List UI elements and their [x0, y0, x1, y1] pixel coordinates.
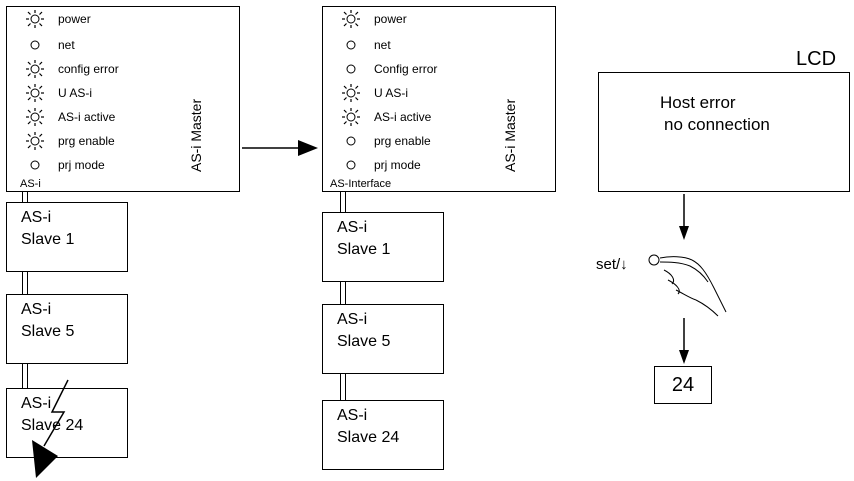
- lcd-line-1: Host error: [660, 93, 736, 112]
- slave-right-1-line1: AS-i: [337, 219, 368, 236]
- led-label-left-3: U AS-i: [58, 86, 93, 100]
- slave-left-2-line2: Slave 5: [21, 323, 75, 340]
- led-label-right-4: AS-i active: [374, 110, 432, 124]
- led-label-left-0: power: [58, 12, 91, 26]
- led-off-icon: [340, 156, 362, 174]
- slave-box-left-3: AS-i Slave 24: [6, 388, 128, 458]
- led-on-icon: [340, 10, 362, 28]
- bus-label-right: AS-Interface: [330, 178, 392, 190]
- led-label-left-2: config error: [58, 62, 119, 76]
- led-row-right-3: U AS-i: [340, 84, 408, 102]
- slave-right-1-line2: Slave 1: [337, 241, 391, 258]
- led-label-right-6: prj mode: [374, 158, 421, 172]
- led-label-right-2: Config error: [374, 62, 438, 76]
- led-row-left-5: prg enable: [24, 132, 115, 150]
- led-on-icon: [340, 84, 362, 102]
- slave-left-3-line2: Slave 24: [21, 417, 84, 434]
- led-label-right-0: power: [374, 12, 407, 26]
- bus-line-left-3: [22, 364, 28, 388]
- slave-box-left-2: AS-i Slave 5: [6, 294, 128, 364]
- slave-box-right-2: AS-i Slave 5: [322, 304, 444, 374]
- slave-right-2-line1: AS-i: [337, 311, 368, 328]
- led-on-icon: [24, 10, 46, 28]
- lcd-line-2: no connection: [664, 115, 770, 134]
- slave-right-2-line2: Slave 5: [337, 333, 391, 350]
- slave-right-3-line2: Slave 24: [337, 429, 400, 446]
- result-display: 24: [654, 366, 712, 404]
- slave-left-3-line1: AS-i: [21, 395, 52, 412]
- set-button-label: set/↓: [596, 256, 628, 273]
- lcd-display: [598, 72, 850, 192]
- led-row-right-2: Config error: [340, 60, 437, 78]
- led-label-right-5: prg enable: [374, 134, 431, 148]
- led-on-icon: [340, 108, 362, 126]
- led-on-icon: [24, 132, 46, 150]
- bus-line-right-1: [340, 192, 346, 212]
- hand-icon: [659, 256, 727, 317]
- led-row-left-6: prj mode: [24, 156, 105, 174]
- led-label-left-6: prj mode: [58, 158, 105, 172]
- set-button-circle: [648, 254, 660, 266]
- result-down-arrow-head: [679, 350, 689, 364]
- slave-box-right-3: AS-i Slave 24: [322, 400, 444, 470]
- led-label-right-1: net: [374, 38, 391, 52]
- bus-line-right-3: [340, 374, 346, 400]
- led-row-left-2: config error: [24, 60, 119, 78]
- led-off-icon: [340, 60, 362, 78]
- led-off-icon: [340, 36, 362, 54]
- led-label-left-5: prg enable: [58, 134, 115, 148]
- bus-line-right-2: [340, 282, 346, 304]
- slave-right-3-line1: AS-i: [337, 407, 368, 424]
- led-row-right-0: power: [340, 10, 407, 28]
- led-off-icon: [24, 36, 46, 54]
- led-row-left-3: U AS-i: [24, 84, 92, 102]
- led-row-right-4: AS-i active: [340, 108, 431, 126]
- led-row-left-1: net: [24, 36, 75, 54]
- led-on-icon: [24, 108, 46, 126]
- bus-line-left-2: [22, 272, 28, 294]
- bus-label-left: AS-i: [20, 178, 41, 190]
- led-label-left-4: AS-i active: [58, 110, 116, 124]
- led-on-icon: [24, 84, 46, 102]
- slave-left-1-line2: Slave 1: [21, 231, 75, 248]
- lightning-fault-icon: [32, 379, 69, 478]
- led-row-left-4: AS-i active: [24, 108, 115, 126]
- led-row-right-6: prj mode: [340, 156, 421, 174]
- transition-arrow-head: [298, 140, 318, 156]
- led-off-icon: [24, 156, 46, 174]
- led-row-left-0: power: [24, 10, 91, 28]
- lcd-down-arrow-head: [679, 226, 689, 240]
- slave-box-left-1: AS-i Slave 1: [6, 202, 128, 272]
- master-module-left: [6, 6, 240, 192]
- led-off-icon: [340, 132, 362, 150]
- led-label-right-3: U AS-i: [374, 86, 409, 100]
- led-label-left-1: net: [58, 38, 75, 52]
- master-module-right: [322, 6, 556, 192]
- led-row-right-1: net: [340, 36, 391, 54]
- slave-box-right-1: AS-i Slave 1: [322, 212, 444, 282]
- slave-left-1-line1: AS-i: [21, 209, 52, 226]
- lcd-title: LCD: [796, 48, 837, 70]
- bus-line-left-1: [22, 192, 28, 202]
- led-row-right-5: prg enable: [340, 132, 431, 150]
- slave-left-2-line1: AS-i: [21, 301, 52, 318]
- led-on-icon: [24, 60, 46, 78]
